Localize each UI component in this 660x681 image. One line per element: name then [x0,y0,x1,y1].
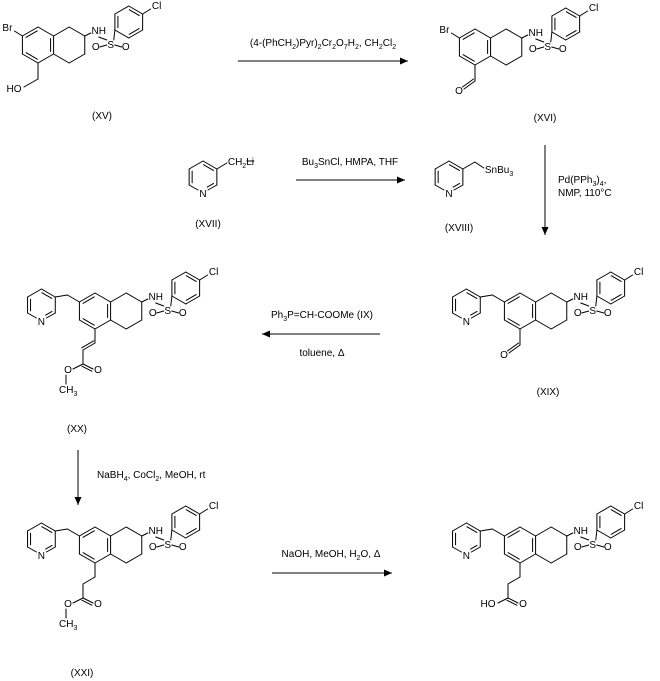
sulfonyl-oxygen-right: O [604,542,612,553]
reagent-oxidation: (4-(PhCH2)Pyr)2Cr2O7H2, CH2Cl2 [250,38,396,51]
hydroxyl-group: HO [7,84,22,95]
nh-atom: NH [574,292,588,303]
compound-label-XXI: (XXI) [71,668,94,679]
compound-label-XIX: (XIX) [537,387,560,398]
pyridine-nitrogen: N [463,317,470,328]
sulfonyl-oxygen-left: O [574,308,582,319]
aldehyde-oxygen: O [500,350,508,361]
nh-atom: NH [529,28,543,39]
chlorine-atom: Cl [209,267,218,278]
sulfur-atom: S [164,306,171,317]
sulfur-atom: S [589,540,596,551]
pyridine-nitrogen: N [199,189,206,200]
chlorine-atom: Cl [209,501,218,512]
sulfonyl-oxygen-right: O [179,542,187,553]
sulfur-atom: S [544,42,551,53]
carbonyl-oxygen: O [519,599,527,610]
reagent-hydrolysis: NaOH, MeOH, H2O, Δ [282,549,381,562]
arrow-xvi-to-xix [541,145,549,235]
nh-atom: NH [92,26,106,37]
methyl-group: CH3 [59,385,77,398]
chlorine-atom: Cl [634,501,643,512]
arrow-xx-to-xxi [74,450,82,505]
reagent-wittig-conditions: toluene, Δ [299,348,344,359]
pyridine-nitrogen: N [463,551,470,562]
sulfur-atom: S [589,306,596,317]
chlorine-atom: Cl [152,1,161,12]
arrow-xv-to-xvi [238,57,408,65]
pyridine-nitrogen: N [38,317,45,328]
hydroxyl-group: HO [481,599,496,610]
reagent-stille-line2: NMP, 110°C [558,188,612,199]
sulfonyl-oxygen-left: O [149,542,157,553]
sulfur-atom: S [164,540,171,551]
aldehyde-oxygen: O [455,86,463,97]
bromine-atom: Br [2,23,13,34]
sulfonyl-oxygen-left: O [92,42,100,53]
sulfonyl-oxygen-left: O [574,542,582,553]
sulfonyl-oxygen-left: O [149,308,157,319]
reagent-stille-line1: Pd(PPh3)4, [558,175,606,188]
reagent-wittig: Ph3P=CH-COOMe (IX) [271,310,373,323]
compound-label-XX: (XX) [67,424,87,435]
methyl-group: CH3 [59,619,77,632]
reagent-stannylation: Bu3SnCl, HMPA, THF [302,157,398,170]
sulfur-atom: S [107,40,114,51]
compound-XVIII: N SnBu3 (XVIII) [434,160,513,234]
compound-label-XVII: (XVII) [195,219,221,230]
ester-oxygen: O [64,365,72,376]
compound-XVII: N CH2Li (XVII) [188,157,255,230]
sulfonyl-oxygen-right: O [122,42,130,53]
pyridine-nitrogen: N [445,189,452,200]
tributylstannyl-group: SnBu3 [485,165,513,178]
sulfonyl-oxygen-left: O [529,44,537,55]
compound-label-XVIII: (XVIII) [445,223,473,234]
sulfonyl-oxygen-right: O [604,308,612,319]
reagent-reduction: NaBH4, CoCl2, MeOH, rt [97,470,206,483]
carbonyl-oxygen: O [94,599,102,610]
arrow-xix-to-xx [262,330,380,338]
compound-label-XV: (XV) [92,111,112,122]
chlorine-atom: Cl [634,267,643,278]
ch2li-group: CH2Li [228,157,254,170]
ester-oxygen: O [64,599,72,610]
sulfonyl-oxygen-right: O [179,308,187,319]
pyridine-nitrogen: N [38,551,45,562]
arrow-xxi-to-acid [272,569,392,577]
nh-atom: NH [149,526,163,537]
carbonyl-oxygen: O [94,365,102,376]
sulfonyl-oxygen-right: O [559,44,567,55]
nh-atom: NH [149,292,163,303]
bromine-atom: Br [439,25,450,36]
chlorine-atom: Cl [589,3,598,14]
nh-atom: NH [574,526,588,537]
compound-label-XVI: (XVI) [534,113,557,124]
arrow-xvii-to-xviii [296,176,405,184]
